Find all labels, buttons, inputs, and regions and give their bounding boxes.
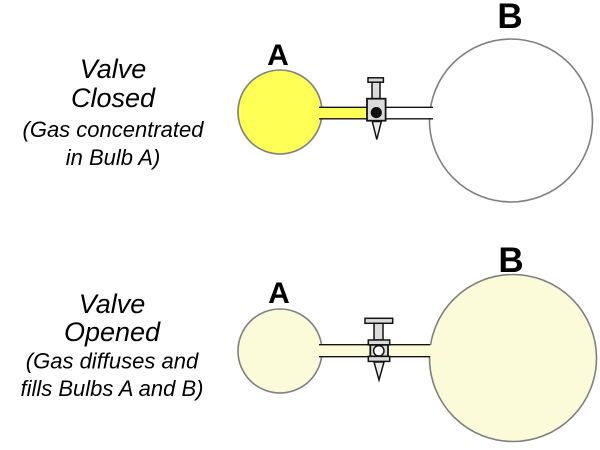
caption-line-2: Closed <box>71 83 156 113</box>
bulb-b-label: B <box>497 0 522 36</box>
tube-empty-fill <box>377 107 445 119</box>
bulb-b <box>428 38 594 203</box>
caption-line-3: (Gas concentrated <box>23 117 205 142</box>
panel-valve-closed: Valve Closed (Gas concentrated in Bulb A… <box>23 0 594 203</box>
bulb-b <box>428 273 598 443</box>
valve-lower-flange <box>367 355 391 363</box>
caption-line-4: fills Bulbs A and B) <box>20 376 203 401</box>
caption-line-3: (Gas diffuses and <box>26 349 199 374</box>
valve-open <box>364 317 394 383</box>
caption-line-1: Valve <box>80 54 147 84</box>
panel-valve-opened: Valve Opened (Gas diffuses and fills Bul… <box>20 241 598 443</box>
valve-plug-closed <box>370 107 382 119</box>
valve-stem <box>371 81 381 100</box>
caption-line-4: in Bulb A) <box>66 145 161 170</box>
valve-port-open <box>372 344 385 357</box>
valve-stem <box>373 322 384 341</box>
caption-line-2: Opened <box>64 317 161 347</box>
valve-closed <box>366 77 387 140</box>
bulb-a-label: A <box>267 39 289 72</box>
bulb-a-label: A <box>268 277 290 310</box>
valve-needle <box>373 361 385 383</box>
tube-gas-fill <box>300 107 377 119</box>
valve-needle <box>371 120 383 140</box>
bulb-b-label: B <box>498 241 523 280</box>
valve-handle-bar <box>364 317 394 325</box>
caption-line-1: Valve <box>79 289 146 319</box>
